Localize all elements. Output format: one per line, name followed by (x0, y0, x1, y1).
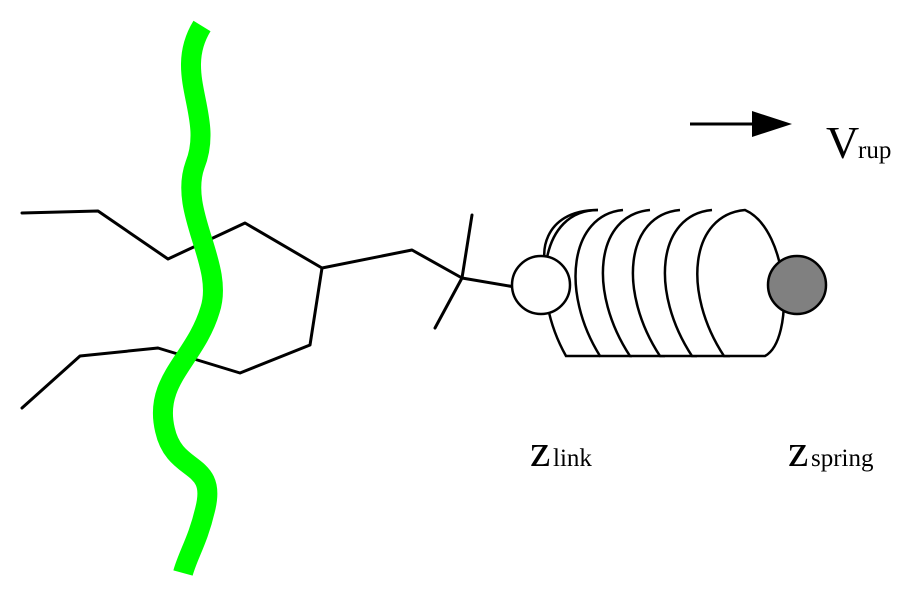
anchor-cross (433, 213, 474, 330)
link-bead (510, 254, 572, 316)
upper-chain (20, 209, 324, 270)
link-label: z (530, 425, 550, 476)
linker-chain (320, 248, 517, 289)
lipid-chains (20, 209, 517, 410)
spring-coil (696, 208, 786, 358)
lower-chain (20, 266, 324, 410)
velocity-subscript: rup (858, 137, 891, 164)
spring-label: z (788, 425, 808, 476)
spring-coils (543, 208, 786, 358)
spring-bead (766, 254, 828, 316)
spring-subscript: spring (811, 445, 874, 472)
membrane-strand (153, 20, 223, 576)
velocity-label: V (826, 117, 859, 168)
link-subscript: link (553, 445, 592, 472)
velocity-arrow-icon (690, 111, 792, 137)
